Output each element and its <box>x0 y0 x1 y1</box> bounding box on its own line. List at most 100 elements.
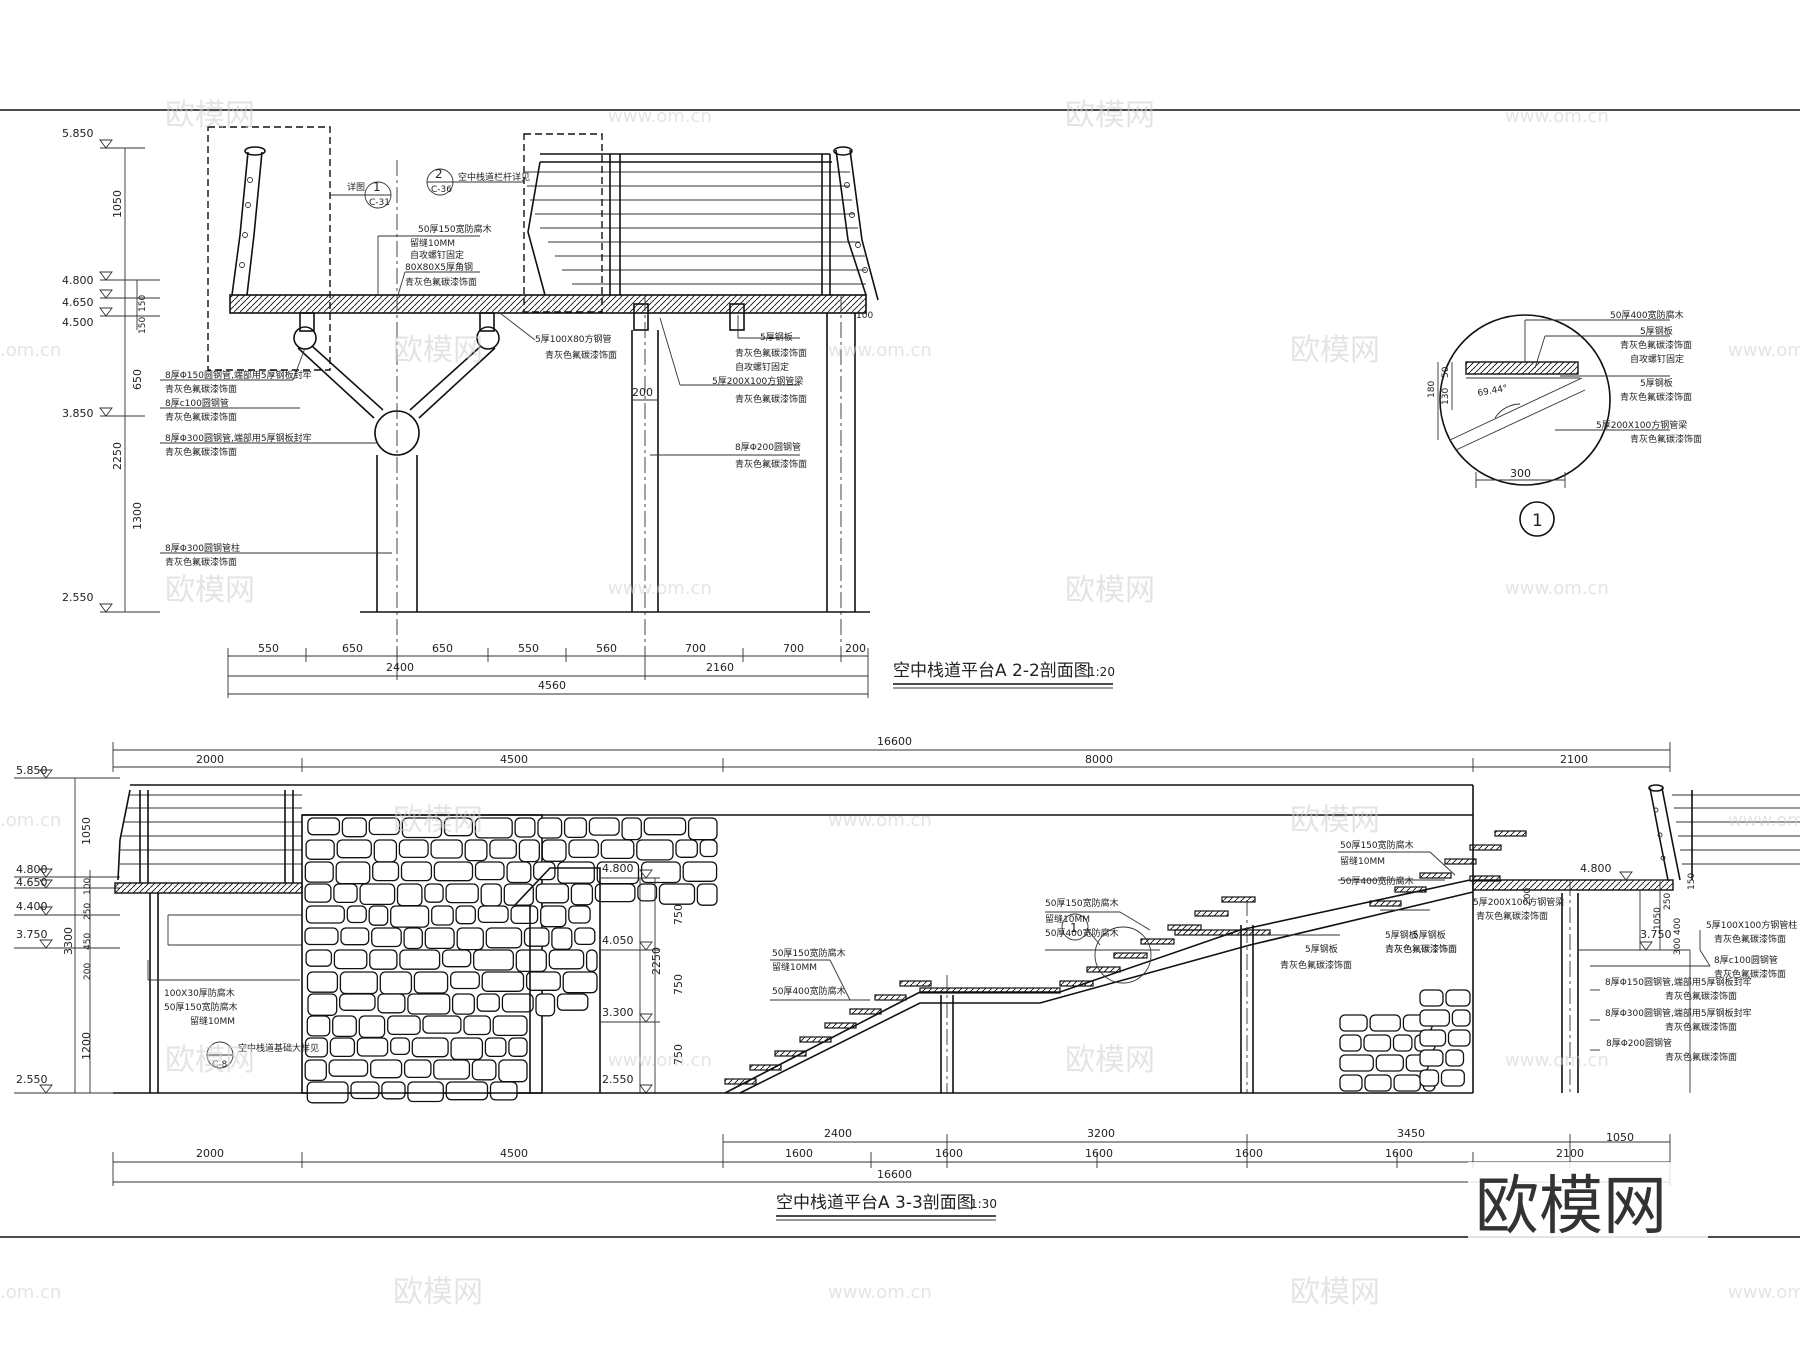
svg-text:700: 700 <box>783 642 804 655</box>
svg-text:50厚150宽防腐木: 50厚150宽防腐木 <box>418 223 492 235</box>
stone <box>637 883 658 902</box>
stone <box>492 1015 528 1037</box>
svg-text:200: 200 <box>1523 888 1533 905</box>
stone <box>403 1059 432 1079</box>
stone <box>390 1037 411 1056</box>
stone <box>474 861 505 881</box>
svg-text:C-36: C-36 <box>431 185 452 195</box>
svg-text:欧模网: 欧模网 <box>165 573 255 608</box>
svg-text:C-31: C-31 <box>369 198 390 208</box>
svg-text:欧模网: 欧模网 <box>165 98 255 133</box>
stone <box>1392 1034 1413 1052</box>
elev-label: 3.850 <box>62 407 94 420</box>
stone <box>411 1037 449 1058</box>
annotation-notes-center: 50厚150宽防腐木 留缝10MM 自攻螺钉固定 80X80X5厚角钢 青灰色氟… <box>377 223 492 296</box>
stone <box>473 949 514 971</box>
small-dim: 200 <box>632 386 653 399</box>
stone <box>1375 1054 1404 1072</box>
svg-text:400: 400 <box>1673 918 1683 935</box>
svg-text:250: 250 <box>83 903 93 920</box>
svg-text:青灰色氟碳漆饰面: 青灰色氟碳漆饰面 <box>1714 968 1786 980</box>
stone <box>1339 1014 1368 1032</box>
stone <box>307 817 341 836</box>
stone <box>1339 1074 1363 1092</box>
svg-text:5厚钢板: 5厚钢板 <box>1640 325 1673 337</box>
svg-text:欧模网: 欧模网 <box>1065 573 1155 608</box>
stone <box>533 861 556 881</box>
svg-text:1600: 1600 <box>1085 1147 1113 1160</box>
svg-text:青灰色氟碳漆饰面: 青灰色氟碳漆饰面 <box>1665 990 1737 1002</box>
stone <box>305 905 345 924</box>
svg-text:3.300: 3.300 <box>602 1006 634 1019</box>
stone <box>433 1059 471 1080</box>
stair-landing <box>1174 929 1271 936</box>
stone <box>455 905 476 925</box>
stone-wall <box>301 814 718 1104</box>
stone <box>305 839 335 860</box>
detail-ref-marker: 1 C-31 详图 <box>330 180 392 209</box>
stone <box>588 817 620 836</box>
small-dim: 100 <box>856 311 873 321</box>
stone <box>600 839 635 860</box>
annotation-notes-mid: 5厚100X80方钢管 青灰色氟碳漆饰面 <box>499 312 617 361</box>
top-dimensions-3-3: 16600 2000 4500 8000 2100 <box>112 735 1671 772</box>
svg-text:.om.cn: .om.cn <box>0 1282 61 1303</box>
stone <box>1369 1014 1401 1032</box>
stone <box>643 817 687 836</box>
stone <box>400 861 433 882</box>
svg-text:C-8: C-8 <box>212 1060 228 1070</box>
svg-text:1600: 1600 <box>785 1147 813 1160</box>
svg-text:8000: 8000 <box>1085 753 1113 766</box>
svg-text:700: 700 <box>685 642 706 655</box>
svg-text:3.750: 3.750 <box>16 928 48 941</box>
elevation-scale-3-3-mid: 4.800 4.050 3.300 2.550 750 750 750 2250 <box>600 862 685 1094</box>
stair-tread <box>1419 872 1452 879</box>
right-platform-railing <box>1472 784 1800 1093</box>
svg-text:650: 650 <box>432 642 453 655</box>
svg-text:空中栈道平台A 3-3剖面图: 空中栈道平台A 3-3剖面图 <box>776 1193 974 1213</box>
stair-landing <box>919 987 1061 994</box>
stone <box>1393 1074 1421 1092</box>
svg-text:www.om.cn: www.om.cn <box>828 810 932 831</box>
stone <box>369 949 398 970</box>
svg-text:www.om.cn: www.om.cn <box>1728 810 1800 831</box>
svg-text:4.800: 4.800 <box>1580 862 1612 875</box>
stone <box>485 927 523 949</box>
svg-text:3300: 3300 <box>62 927 75 955</box>
svg-text:5厚钢板: 5厚钢板 <box>1413 929 1446 941</box>
svg-text:欧模网: 欧模网 <box>1290 803 1380 838</box>
vdim: 1050 <box>111 190 124 218</box>
svg-text:550: 550 <box>258 642 279 655</box>
svg-text:50: 50 <box>1441 366 1451 378</box>
stair-tread <box>1086 966 1121 973</box>
svg-text:3.750: 3.750 <box>1640 928 1672 941</box>
svg-text:空中栈道平台A 2-2剖面图: 空中栈道平台A 2-2剖面图 <box>893 661 1091 681</box>
stone <box>370 1059 403 1079</box>
svg-text:4500: 4500 <box>500 753 528 766</box>
svg-text:留缝10MM: 留缝10MM <box>772 961 817 973</box>
svg-text:留缝10MM: 留缝10MM <box>190 1015 235 1027</box>
stone <box>501 993 534 1013</box>
stone <box>574 927 596 946</box>
vdim: 650 <box>131 369 144 390</box>
svg-text:青灰色氟碳漆饰面: 青灰色氟碳漆饰面 <box>165 383 237 395</box>
svg-text:8厚c100圆钢管: 8厚c100圆钢管 <box>165 397 229 409</box>
svg-text:www.om.cn: www.om.cn <box>1505 106 1609 127</box>
svg-text:欧模网: 欧模网 <box>1475 1170 1667 1244</box>
svg-text:250: 250 <box>1663 893 1673 910</box>
detail-ref-marker: 2 C-36 空中栈道栏杆详见 <box>426 167 530 196</box>
annotation-notes-left: 8厚Φ150圆钢管,端部用5厚钢板封牢 青灰色氟碳漆饰面 8厚c100圆钢管 青… <box>160 347 392 568</box>
stone <box>441 949 472 968</box>
stone <box>640 861 681 884</box>
stone <box>1451 1009 1471 1027</box>
svg-text:2250: 2250 <box>650 947 663 975</box>
stone <box>525 971 561 991</box>
stair-tread <box>1494 830 1527 837</box>
svg-text:50厚400宽防腐木: 50厚400宽防腐木 <box>1610 309 1684 321</box>
svg-text:1600: 1600 <box>1385 1147 1413 1160</box>
stair-tread <box>1194 910 1229 917</box>
stone <box>431 905 454 926</box>
svg-text:2100: 2100 <box>1556 1147 1584 1160</box>
svg-text:50厚400宽防腐木: 50厚400宽防腐木 <box>1340 875 1414 887</box>
annotation-notes-3-3-left: 100X30厚防腐木 50厚150宽防腐木 留缝10MM C-8 空中栈道基础大… <box>147 960 319 1070</box>
